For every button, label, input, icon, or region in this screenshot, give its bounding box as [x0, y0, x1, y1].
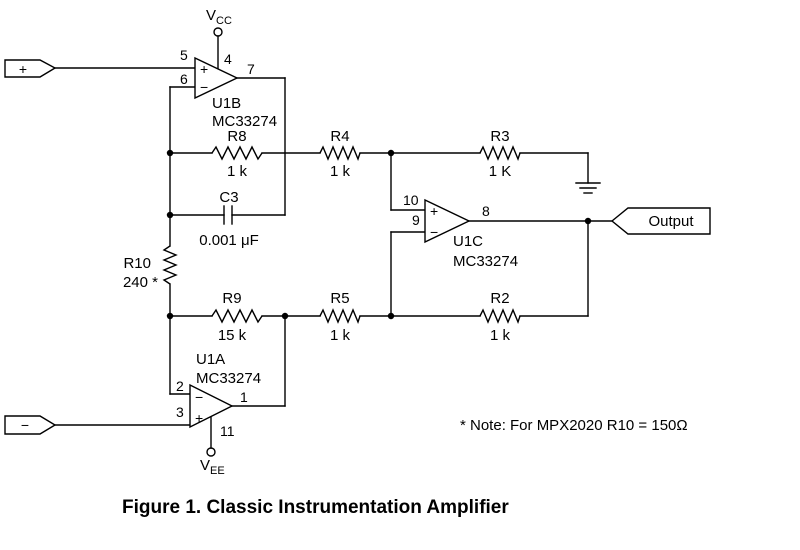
wires [54, 35, 613, 449]
u1b-pin-minus: 6 [180, 71, 188, 87]
junction-dot [166, 149, 174, 157]
vcc-terminal: VCC [206, 7, 232, 37]
r2-ref: R2 [490, 290, 509, 307]
u1a-pin-minus: 2 [176, 378, 184, 394]
vcc-label: VCC [206, 7, 232, 27]
u1c-plus-sign: + [430, 203, 438, 219]
r5-ref: R5 [330, 290, 349, 307]
junction-dot [584, 217, 592, 225]
u1c-pin-minus: 9 [412, 212, 420, 228]
resistor-r3: R3 1 K [479, 128, 521, 180]
opamp-u1a: − + 2 3 1 11 U1A MC33274 [176, 351, 261, 439]
minus-input-port: − [4, 415, 57, 435]
r2-value: 1 k [490, 327, 511, 344]
u1b-part: MC33274 [212, 113, 277, 130]
u1c-minus-sign: − [430, 224, 438, 240]
resistor-r9: R9 15 k [211, 290, 263, 344]
figure-caption: Figure 1. Classic Instrumentation Amplif… [122, 497, 509, 518]
u1c-ref: U1C [453, 233, 483, 250]
plus-input-label: + [19, 61, 27, 77]
r9-value: 15 k [218, 327, 247, 344]
r9-ref: R9 [222, 290, 241, 307]
note-text: * Note: For MPX2020 R10 = 150Ω [460, 417, 688, 434]
u1c-part: MC33274 [453, 253, 518, 270]
u1c-pin-out: 8 [482, 203, 490, 219]
r4-ref: R4 [330, 128, 349, 145]
resistor-r8: R8 1 k [211, 128, 263, 180]
opamp-u1b: + − 5 6 4 7 U1B MC33274 [180, 47, 277, 130]
r10-ref: R10 [123, 255, 151, 272]
u1a-pin-plus: 3 [176, 404, 184, 420]
u1a-ref: U1A [196, 351, 225, 368]
junctions [166, 149, 592, 320]
c3-ref: C3 [219, 189, 238, 206]
output-label: Output [648, 213, 694, 230]
resistor-r2: R2 1 k [479, 290, 521, 344]
u1a-part: MC33274 [196, 370, 261, 387]
r3-value: 1 K [489, 163, 512, 180]
junction-dot [387, 312, 395, 320]
u1c-pin-plus: 10 [403, 192, 419, 208]
c3-value: 0.001 μF [199, 232, 259, 249]
u1a-pin-vee: 11 [220, 423, 235, 439]
output-port: Output [610, 207, 711, 235]
u1a-minus-sign: − [195, 389, 203, 405]
junction-dot [166, 312, 174, 320]
u1b-minus-sign: − [200, 79, 208, 95]
resistor-r10: R10 240 * [123, 245, 178, 291]
junction-dot [281, 312, 289, 320]
opamp-u1c: + − 10 9 8 U1C MC33274 [403, 192, 518, 270]
r8-ref: R8 [227, 128, 246, 145]
ground-symbol [575, 182, 601, 194]
plus-input-port: + [4, 59, 57, 78]
junction-dot [166, 211, 174, 219]
capacitor-c3: C3 0.001 μF [199, 189, 259, 249]
resistor-r4: R4 1 k [319, 128, 361, 180]
r4-value: 1 k [330, 163, 351, 180]
u1b-ref: U1B [212, 95, 241, 112]
junction-dot [387, 149, 395, 157]
resistor-r5: R5 1 k [319, 290, 361, 344]
u1b-plus-sign: + [200, 61, 208, 77]
vee-terminal: VEE [200, 447, 225, 477]
r8-value: 1 k [227, 163, 248, 180]
r3-ref: R3 [490, 128, 509, 145]
u1b-pin-out: 7 [247, 61, 255, 77]
u1b-pin-plus: 5 [180, 47, 188, 63]
vee-label: VEE [200, 457, 225, 477]
u1a-pin-out: 1 [240, 389, 248, 405]
minus-input-label: − [21, 417, 29, 433]
r5-value: 1 k [330, 327, 351, 344]
u1a-plus-sign: + [195, 410, 203, 426]
u1b-pin-vcc: 4 [224, 51, 232, 67]
r10-value: 240 * [123, 274, 158, 291]
